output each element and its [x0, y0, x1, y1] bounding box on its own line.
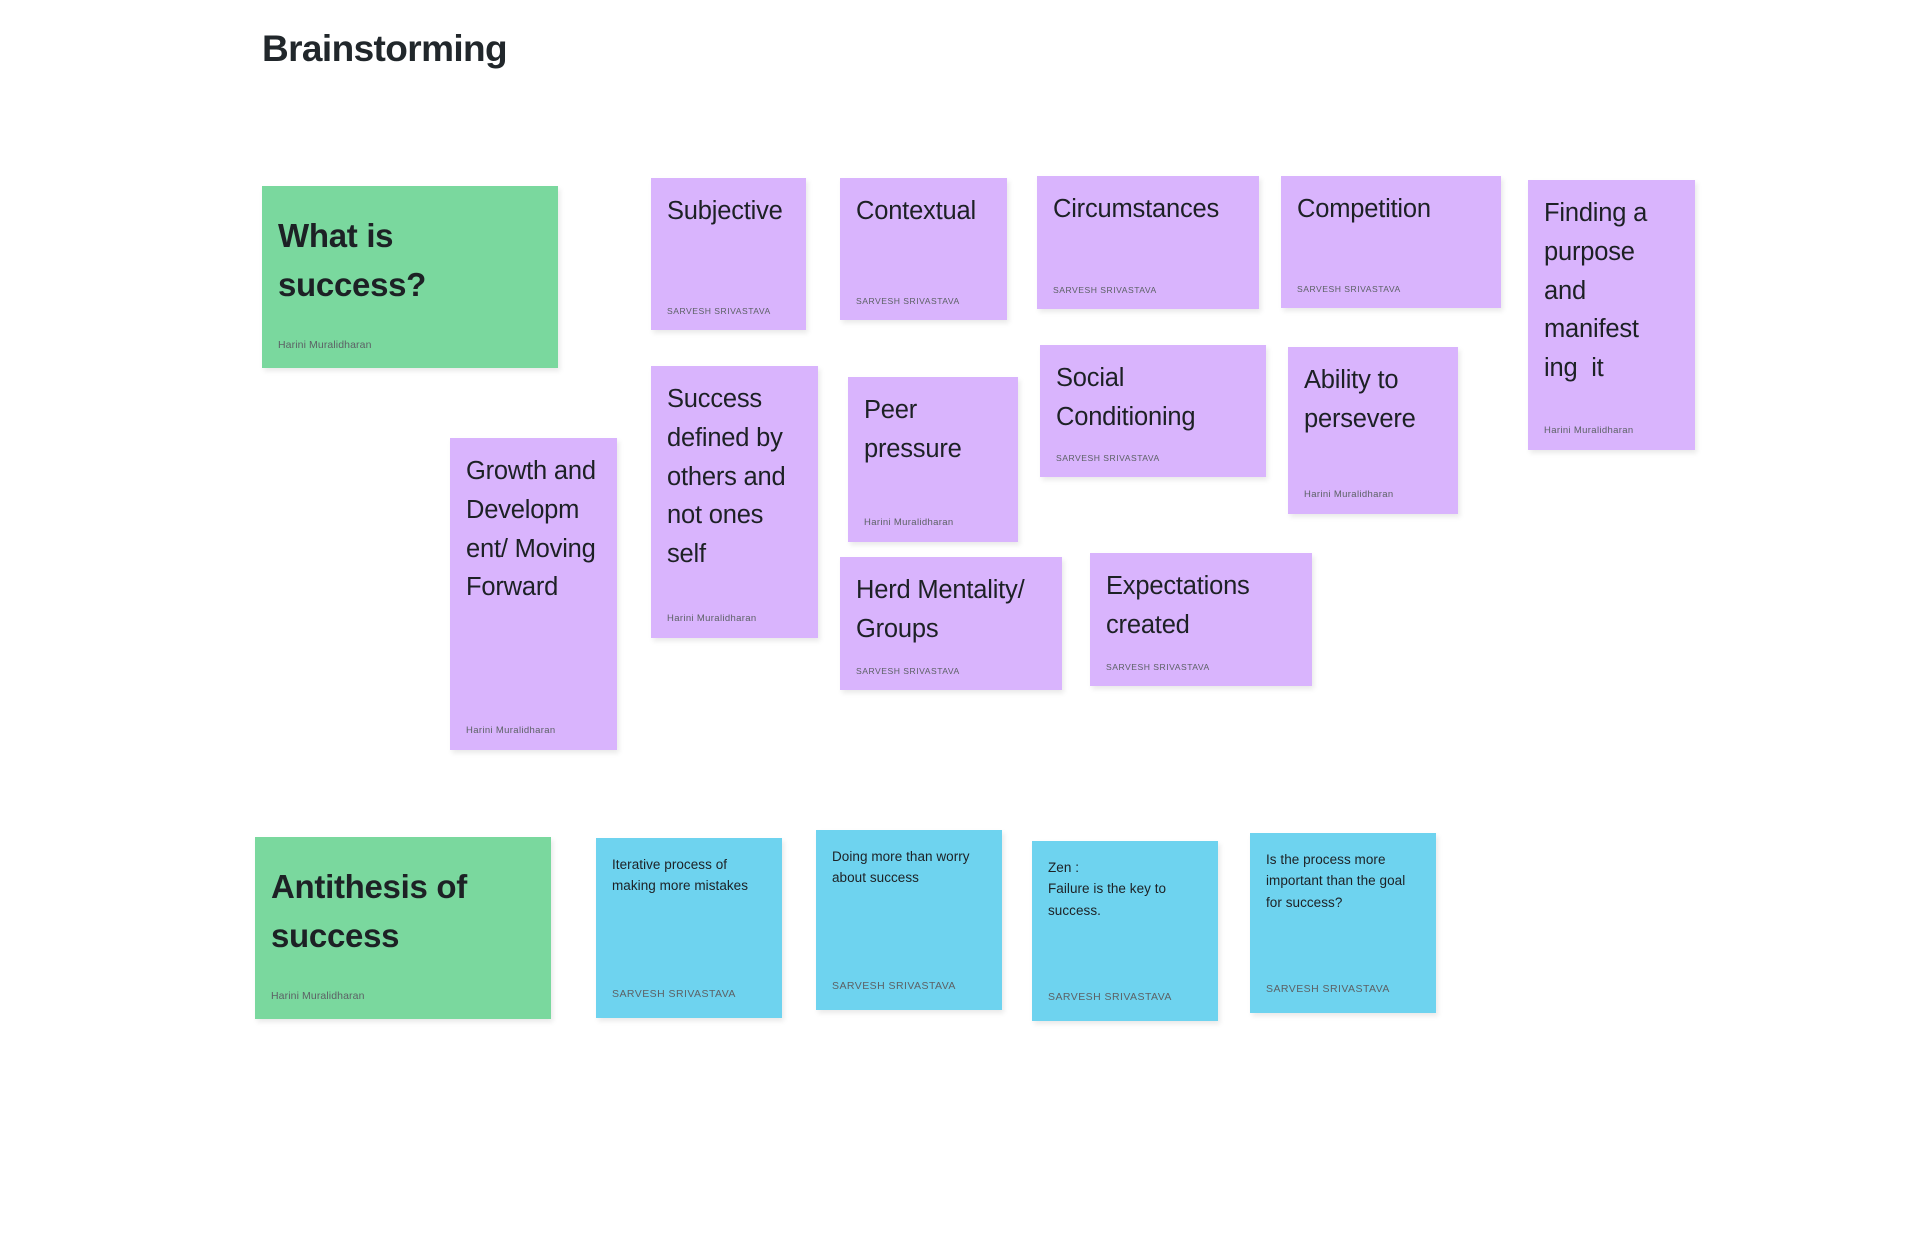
- sticky-note-author: Harini Muralidharan: [1544, 425, 1634, 436]
- sticky-note-text: Expectations created: [1106, 572, 1257, 639]
- sticky-note-author: SARVESH SRIVASTAVA: [667, 306, 771, 316]
- sticky-note-text: Contextual: [856, 197, 976, 225]
- sticky-note-zen-failure-is-key[interactable]: Zen : Failure is the key to success. SARV…: [1032, 841, 1218, 1021]
- sticky-note-author: Harini Muralidharan: [271, 990, 365, 1002]
- sticky-note-text: Social Conditioning: [1056, 364, 1196, 431]
- sticky-note-text: Antithesis of success: [271, 868, 476, 954]
- sticky-note-is-process-more-important[interactable]: Is the process more important than the g…: [1250, 833, 1436, 1013]
- sticky-note-text: Ability to persevere: [1304, 366, 1416, 433]
- sticky-note-author: Harini Muralidharan: [667, 613, 757, 624]
- sticky-note-text: Herd Mentality/ Groups: [856, 576, 1032, 643]
- sticky-note-author: SARVESH SRIVASTAVA: [1048, 991, 1172, 1003]
- sticky-note-finding-a-purpose[interactable]: Finding a purpose and manifest ing it Har…: [1528, 180, 1695, 450]
- sticky-note-author: SARVESH SRIVASTAVA: [856, 296, 960, 306]
- sticky-note-author: SARVESH SRIVASTAVA: [1106, 662, 1210, 672]
- sticky-note-text: Is the process more important than the g…: [1266, 852, 1410, 910]
- sticky-note-author: Harini Muralidharan: [864, 517, 954, 528]
- sticky-note-author: SARVESH SRIVASTAVA: [1056, 453, 1160, 463]
- sticky-note-author: SARVESH SRIVASTAVA: [832, 980, 956, 992]
- sticky-note-text: Doing more than worry about success: [832, 849, 974, 886]
- sticky-note-what-is-success[interactable]: What is success? Harini Muralidharan: [262, 186, 558, 368]
- sticky-note-text: Competition: [1297, 195, 1431, 223]
- page-title: Brainstorming: [262, 28, 508, 69]
- sticky-note-text: What is success?: [278, 217, 427, 303]
- sticky-note-author: SARVESH SRIVASTAVA: [612, 988, 736, 1000]
- sticky-note-author: SARVESH SRIVASTAVA: [856, 666, 960, 676]
- sticky-note-text: Iterative process of making more mistake…: [612, 857, 749, 894]
- sticky-note-author: SARVESH SRIVASTAVA: [1053, 285, 1157, 295]
- sticky-note-iterative-process[interactable]: Iterative process of making more mistake…: [596, 838, 782, 1018]
- sticky-note-text: Success defined by others and not ones s…: [667, 385, 793, 568]
- sticky-note-author: SARVESH SRIVASTAVA: [1297, 284, 1401, 294]
- sticky-note-text: Zen : Failure is the key to success.: [1048, 860, 1167, 918]
- sticky-note-text: Subjective: [667, 197, 783, 225]
- sticky-note-success-defined-by-others[interactable]: Success defined by others and not ones s…: [651, 366, 818, 638]
- sticky-note-author: Harini Muralidharan: [1304, 489, 1394, 500]
- sticky-note-author: Harini Muralidharan: [466, 725, 556, 736]
- sticky-note-author: Harini Muralidharan: [278, 339, 372, 351]
- sticky-note-text: Growth and Developm ent/ Moving Forward: [466, 457, 596, 602]
- sticky-note-text: Finding a purpose and manifest ing it: [1544, 199, 1648, 382]
- sticky-note-text: Peer pressure: [864, 396, 962, 463]
- sticky-note-author: SARVESH SRIVASTAVA: [1266, 983, 1390, 995]
- sticky-note-text: Circumstances: [1053, 195, 1220, 223]
